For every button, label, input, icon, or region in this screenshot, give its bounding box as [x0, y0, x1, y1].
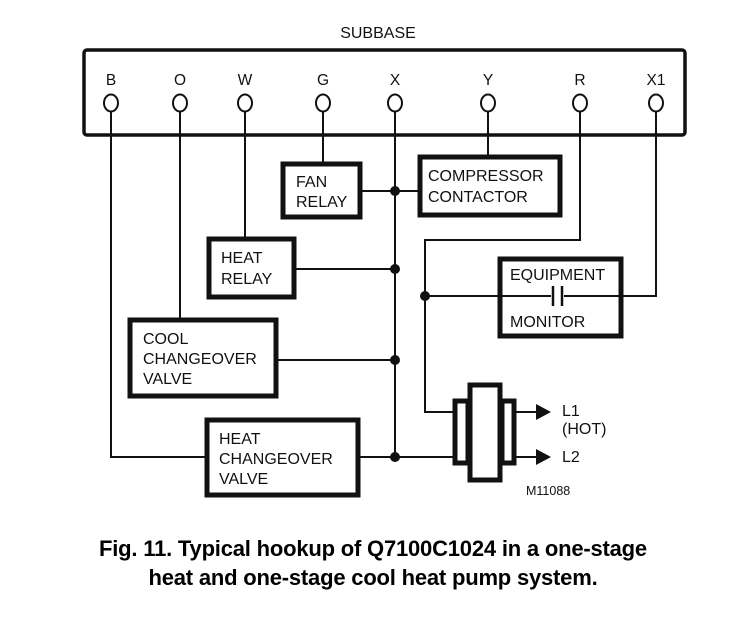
equipment-monitor: EQUIPMENT MONITOR: [497, 256, 624, 339]
figure-caption-line2: heat and one-stage cool heat pump system…: [148, 565, 598, 590]
terminal-screw-icon: [172, 93, 188, 113]
terminal-screw-icon: [648, 93, 664, 113]
transformer-primary-coil: [452, 398, 471, 466]
terminal-screw-icon: [572, 93, 588, 113]
equipment-monitor-label-line2: MONITOR: [510, 314, 585, 331]
terminal-label: B: [106, 72, 116, 89]
wire-R: [424, 111, 581, 413]
heat-relay-label-line2: RELAY: [221, 271, 273, 288]
fan-relay-label-line2: RELAY: [296, 194, 348, 211]
terminal-G: G: [315, 72, 331, 113]
junction-dot: [420, 291, 430, 301]
junction-dot: [390, 355, 400, 365]
cool-changeover-valve: COOL CHANGEOVER VALVE: [127, 317, 279, 399]
terminal-screw-icon: [103, 93, 119, 113]
terminal-O: O: [172, 72, 188, 113]
drawing-number: M11088: [526, 484, 570, 498]
terminal-X1: X1: [647, 72, 666, 113]
arrow-right-icon: [536, 449, 551, 465]
junction-dot: [390, 264, 400, 274]
cool-valve-label-line3: VALVE: [143, 371, 192, 388]
subbase-title: SUBBASE: [340, 25, 416, 42]
heat-valve-label-line2: CHANGEOVER: [219, 451, 333, 468]
heat-changeover-valve-box: [204, 417, 361, 498]
equipment-monitor-box: [497, 256, 624, 339]
l2-label: L2: [562, 449, 580, 466]
cool-valve-label-line2: CHANGEOVER: [143, 351, 257, 368]
arrow-right-icon: [536, 404, 551, 420]
heat-valve-label-line1: HEAT: [219, 431, 261, 448]
junction-dot: [390, 186, 400, 196]
fan-relay: FAN RELAY: [280, 161, 363, 220]
l1-hot-note: (HOT): [562, 421, 606, 438]
terminal-label: Y: [483, 72, 493, 89]
terminal-screw-icon: [387, 93, 403, 113]
subbase-box: [82, 48, 687, 137]
transformer: L1 (HOT) L2: [452, 382, 606, 483]
heat-relay-label-line1: HEAT: [221, 250, 263, 267]
wire-X1: [623, 111, 657, 297]
terminal-label: G: [317, 72, 329, 89]
equipment-monitor-label-line1: EQUIPMENT: [510, 267, 605, 284]
heat-changeover-valve: HEAT CHANGEOVER VALVE: [204, 417, 361, 498]
terminal-screw-icon: [480, 93, 496, 113]
cool-changeover-valve-box: [127, 317, 279, 399]
heat-valve-label-line3: VALVE: [219, 471, 268, 488]
transformer-core: [467, 382, 503, 483]
compressor-contactor-label-line2: CONTACTOR: [428, 189, 528, 206]
transformer-secondary-coil: [499, 398, 517, 466]
compressor-contactor-box: [417, 154, 563, 218]
junction-dot: [390, 452, 400, 462]
terminal-screw-icon: [315, 93, 331, 113]
l1-label: L1: [562, 403, 580, 420]
terminal-label: X: [390, 72, 401, 89]
terminal-label: O: [174, 72, 186, 89]
terminal-label: X1: [647, 72, 666, 89]
figure-caption-line1: Fig. 11. Typical hookup of Q7100C1024 in…: [99, 536, 647, 561]
compressor-contactor-label-line1: COMPRESSOR: [428, 168, 544, 185]
compressor-contactor: COMPRESSOR CONTACTOR: [417, 154, 563, 218]
terminal-screw-icon: [237, 93, 253, 113]
heat-relay: HEAT RELAY: [206, 236, 297, 300]
terminal-label: R: [574, 72, 585, 89]
cool-valve-label-line1: COOL: [143, 331, 188, 348]
terminal-label: W: [238, 72, 253, 89]
fan-relay-label-line1: FAN: [296, 174, 327, 191]
heat-relay-box: [206, 236, 297, 300]
wire-B: [110, 111, 205, 458]
fan-relay-box: [280, 161, 363, 220]
